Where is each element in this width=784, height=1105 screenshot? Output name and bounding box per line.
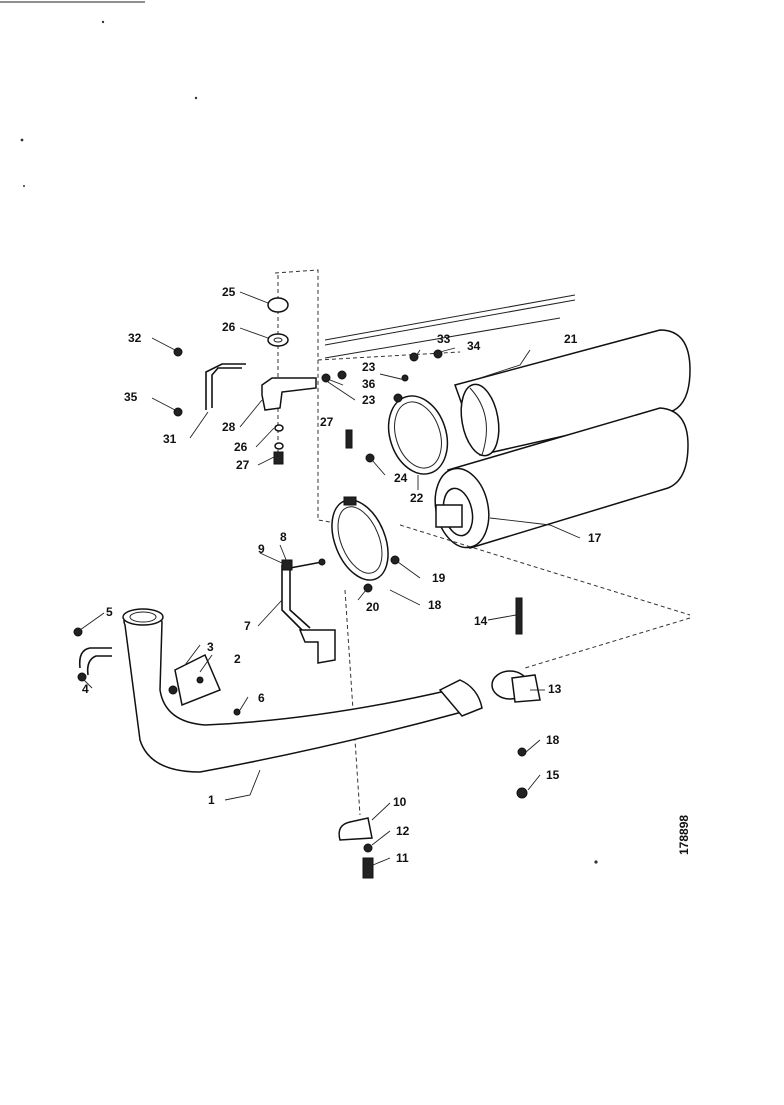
callout-13: 13 [548,682,562,696]
pipe-hanger-bracket [281,558,336,664]
scan-specks [20,20,598,864]
callout-25: 25 [222,285,236,299]
callout-5: 5 [106,605,113,619]
callout-15: 15 [546,768,560,782]
callout-6: 6 [258,691,265,705]
callout-19: 19 [432,571,446,585]
pipe-clamp-right [491,597,541,799]
drawing-number: 178898 [677,815,691,855]
callout-32: 33 [437,332,451,346]
callout-26b: 26 [234,440,248,454]
callout-labels: 25 26 32 35 28 31 26 27 27 36 23 23 33 3… [82,285,602,865]
callout-27b: 27 [320,415,334,429]
callout-29: 28 [222,420,236,434]
callout-23: 23 [362,360,376,374]
callout-8: 8 [280,530,287,544]
callout-22: 22 [410,491,424,505]
callout-16: 18 [546,733,560,747]
leader-lines [79,291,581,866]
callout-3: 3 [207,640,214,654]
callout-11: 11 [396,851,409,865]
callout-9: 9 [258,542,265,556]
upper-hardware [321,349,443,449]
callout-34: 35 [124,390,138,404]
callout-7: 7 [244,619,251,633]
muffler-assembly [324,294,691,549]
callout-2: 2 [234,652,241,666]
callout-1: 1 [208,793,215,807]
callout-24: 24 [394,471,408,485]
callout-18: 18 [428,598,442,612]
hanger-bracket-upper [173,297,317,465]
front-pipe [73,608,483,773]
callout-35: 36 [362,377,376,391]
callout-12: 12 [396,824,410,838]
callout-30: 31 [163,432,177,446]
lower-hanger [338,817,374,879]
callout-31: 32 [128,331,142,345]
callout-14: 14 [474,614,488,628]
callout-10: 10 [393,795,407,809]
callout-17: 17 [588,531,602,545]
callout-36: 23 [362,393,376,407]
callout-20: 20 [366,600,380,614]
callout-21: 21 [564,332,578,346]
callout-26: 26 [222,320,236,334]
callout-27: 27 [236,458,250,472]
clamp-ring-lower [331,496,400,593]
callout-4: 4 [82,682,89,696]
callout-33: 34 [467,339,481,353]
